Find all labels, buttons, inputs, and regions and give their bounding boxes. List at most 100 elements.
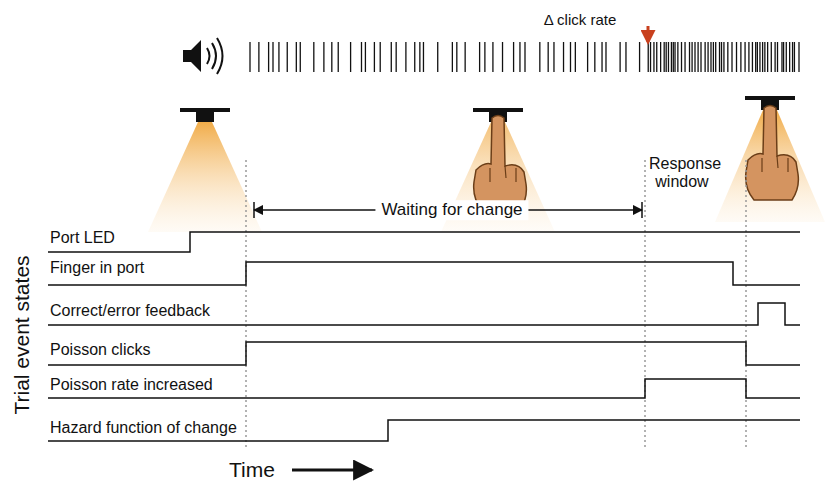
click-stroke (764, 42, 765, 72)
click-stroke (792, 42, 793, 72)
speaker-icon (183, 38, 223, 74)
click-stroke (748, 42, 749, 72)
click-stroke (660, 42, 661, 72)
click-stroke (524, 42, 525, 72)
click-stroke (786, 42, 787, 72)
click-stroke (731, 42, 732, 72)
click-stroke (605, 42, 606, 72)
click-stroke (519, 42, 520, 72)
click-stroke (689, 42, 690, 72)
hand (474, 116, 527, 211)
click-stroke (323, 42, 324, 72)
click-stroke (553, 42, 554, 72)
click-stroke (452, 42, 453, 72)
trace-label: Port LED (50, 229, 115, 247)
time-arrow (292, 469, 372, 472)
click-stroke (396, 42, 397, 72)
event-marker (246, 160, 746, 448)
click-stroke (771, 42, 772, 72)
click-stroke (736, 42, 737, 72)
click-stroke (563, 42, 564, 72)
click-stroke (664, 42, 665, 72)
click-stroke (539, 42, 540, 72)
click-stroke (794, 42, 795, 72)
click-stroke (710, 42, 711, 72)
port-lamp (148, 108, 262, 232)
click-stroke (789, 42, 790, 72)
click-stroke (740, 42, 741, 72)
click-stroke (719, 42, 720, 72)
click-stroke (300, 42, 301, 72)
click-stroke (697, 42, 698, 72)
click-stroke (639, 42, 640, 72)
click-stroke (713, 42, 714, 72)
change-label: Δ click rate (544, 11, 617, 28)
click-stroke (313, 42, 314, 72)
click-stroke (783, 42, 784, 72)
click-stroke (759, 42, 760, 72)
click-stroke (601, 42, 602, 72)
click-stroke (575, 42, 576, 72)
click-stroke (700, 42, 701, 72)
click-stroke (391, 42, 392, 72)
click-stroke (374, 42, 375, 72)
click-stroke (723, 42, 724, 72)
click-stroke (704, 42, 705, 72)
click-stroke (625, 42, 626, 72)
click-stroke (715, 42, 716, 72)
click-stroke (673, 42, 674, 72)
port-lamp (715, 96, 825, 222)
click-stroke (721, 42, 722, 72)
click-stroke (648, 42, 649, 72)
click-stroke (414, 42, 415, 72)
click-stroke (268, 42, 269, 72)
click-stroke (755, 42, 756, 72)
click-stroke (287, 42, 288, 72)
click-stroke (361, 42, 362, 72)
click-stroke (684, 42, 685, 72)
click-stroke (668, 42, 669, 72)
click-stroke (781, 42, 782, 72)
trace-label: Hazard function of change (50, 419, 237, 437)
click-stroke (757, 42, 758, 72)
click-stroke (492, 42, 493, 72)
click-stroke (338, 42, 339, 72)
click-stroke (671, 42, 672, 72)
axis-label: Trial event states (10, 255, 34, 414)
click-stroke (677, 42, 678, 72)
click-stroke (296, 42, 297, 72)
click-stroke (798, 42, 799, 72)
click-stroke (423, 42, 424, 72)
click-stroke (272, 42, 273, 72)
click-stroke (249, 42, 250, 72)
click-stroke (365, 42, 366, 72)
interval-label: Waiting for change (375, 200, 528, 220)
click-train (250, 42, 799, 72)
click-stroke (681, 42, 682, 72)
click-stroke (653, 42, 654, 72)
click-stroke (502, 42, 503, 72)
trace-label: Finger in port (50, 259, 144, 277)
click-stroke (258, 42, 259, 72)
click-stroke (587, 42, 588, 72)
click-stroke (767, 42, 768, 72)
click-stroke (650, 42, 651, 72)
click-stroke (694, 42, 695, 72)
click-stroke (513, 42, 514, 72)
click-stroke (656, 42, 657, 72)
click-stroke (752, 42, 753, 72)
trace-label: Poisson rate increased (50, 376, 213, 394)
click-stroke (456, 42, 457, 72)
click-stroke (762, 42, 763, 72)
click-stroke (674, 42, 675, 72)
click-stroke (619, 42, 620, 72)
click-stroke (331, 42, 332, 72)
click-stroke (774, 42, 775, 72)
change-arrow (647, 26, 650, 42)
interval-label: Response window (649, 155, 715, 192)
click-stroke (594, 42, 595, 72)
click-stroke (464, 42, 465, 72)
click-stroke (744, 42, 745, 72)
click-stroke (666, 42, 667, 72)
